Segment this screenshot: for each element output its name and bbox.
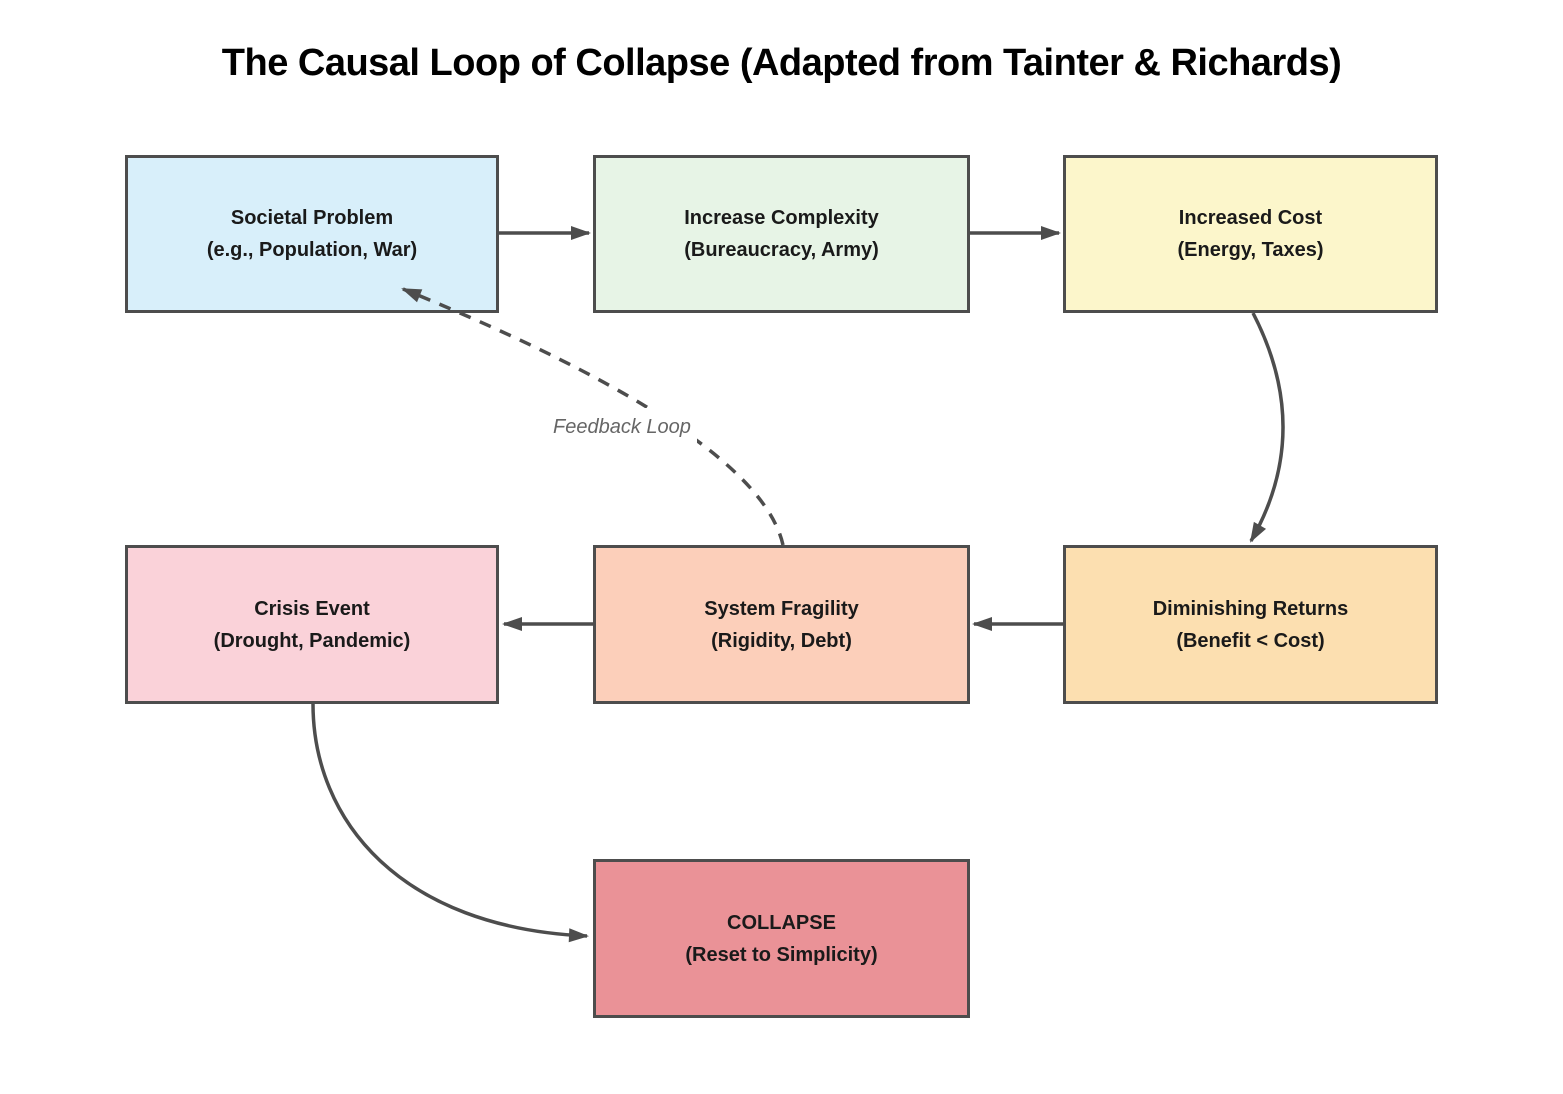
node-diminishing-returns: Diminishing Returns (Benefit < Cost): [1063, 545, 1438, 704]
node-label-line1: Diminishing Returns: [1152, 597, 1349, 620]
arrow-cost-to-returns: [1249, 312, 1285, 543]
node-label-line2: (Energy, Taxes): [1177, 239, 1324, 261]
node-system-fragility: System Fragility (Rigidity, Debt): [593, 545, 970, 704]
node-label-line1: Crisis Event: [254, 597, 370, 620]
node-label-line2: (Benefit < Cost): [1176, 629, 1325, 652]
node-label-line1: Societal Problem: [230, 207, 394, 229]
node-societal-problem: Societal Problem (e.g., Population, War): [125, 155, 499, 313]
node-label-line1: System Fragility: [704, 597, 859, 620]
node-label-line1: Increased Cost: [1178, 207, 1323, 229]
feedback-loop-label: Feedback Loop: [547, 408, 697, 446]
node-label-line2: (e.g., Population, War): [206, 239, 418, 261]
node-increased-cost: Increased Cost (Energy, Taxes): [1063, 155, 1438, 313]
node-label-line2: (Rigidity, Debt): [711, 629, 852, 652]
node-label-line2: (Reset to Simplicity): [685, 943, 878, 966]
node-crisis-event: Crisis Event (Drought, Pandemic): [125, 545, 499, 704]
arrow-crisis-to-collapse: [311, 703, 589, 943]
node-collapse: COLLAPSE (Reset to Simplicity): [593, 859, 970, 1018]
node-label-line2: (Drought, Pandemic): [213, 629, 411, 652]
node-label-line2: (Bureaucracy, Army): [684, 239, 879, 261]
diagram-title: The Causal Loop of Collapse (Adapted fro…: [221, 42, 1342, 84]
node-label-line1: Increase Complexity: [684, 207, 879, 229]
node-increase-complexity: Increase Complexity (Bureaucracy, Army): [593, 155, 970, 313]
node-label-line1: COLLAPSE: [727, 911, 836, 934]
